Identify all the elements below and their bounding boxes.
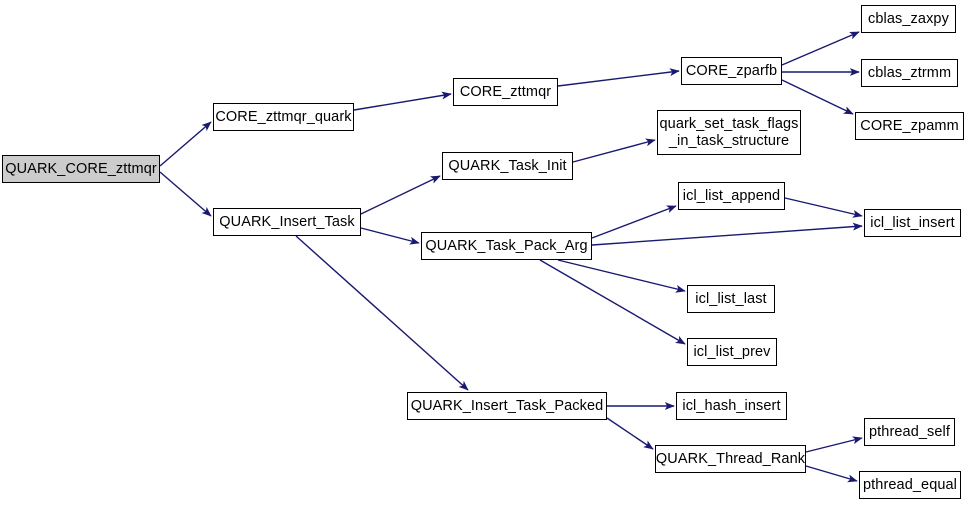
graph-node-label: QUARK_Insert_Task_Packed [410, 397, 604, 414]
graph-node-quark_set_task_flags[interactable]: quark_set_task_flags _in_task_structure [657, 110, 801, 155]
graph-node-label: icl_list_prev [693, 343, 771, 360]
graph-node-quark_core_zttmqr[interactable]: QUARK_CORE_zttmqr [2, 155, 160, 183]
graph-node-label: icl_list_append [682, 187, 781, 204]
graph-node-icl_list_append[interactable]: icl_list_append [678, 182, 785, 210]
graph-node-quark_insert_task_packed[interactable]: QUARK_Insert_Task_Packed [407, 392, 607, 420]
graph-edge-quark_task_pack_arg-to-icl_list_insert [591, 222, 863, 246]
graph-node-core_zttmqr_quark[interactable]: CORE_zttmqr_quark [213, 103, 354, 131]
graph-edge-quark_insert_task-to-quark_task_init [360, 175, 441, 215]
graph-node-cblas_ztrmm[interactable]: cblas_ztrmm [861, 59, 958, 87]
graph-edge-quark_task_pack_arg-to-icl_list_append [591, 205, 677, 239]
graph-node-icl_list_last[interactable]: icl_list_last [687, 285, 775, 313]
graph-node-label: icl_hash_insert [682, 397, 781, 414]
graph-edge-quark_task_pack_arg-to-icl_list_prev [539, 259, 686, 345]
graph-node-label: CORE_zttmqr_quark [215, 108, 352, 125]
graph-node-label: cblas_ztrmm [867, 64, 952, 81]
graph-node-quark_task_init[interactable]: QUARK_Task_Init [442, 152, 573, 180]
graph-node-core_zpamm[interactable]: CORE_zpamm [855, 112, 964, 140]
graph-edge-icl_list_append-to-icl_list_insert [784, 197, 863, 218]
graph-edge-quark_task_init-to-quark_set_task_flags [572, 138, 656, 163]
graph-edge-quark_core_zttmqr-to-core_zttmqr_quark [159, 121, 212, 167]
graph-node-quark_insert_task[interactable]: QUARK_Insert_Task [213, 208, 361, 236]
graph-node-label: CORE_zpamm [860, 117, 959, 134]
graph-node-label: QUARK_Task_Init [448, 157, 567, 174]
graph-node-label: pthread_self [869, 423, 951, 440]
graph-node-icl_hash_insert[interactable]: icl_hash_insert [676, 392, 787, 420]
graph-edge-quark_thread_rank-to-pthread_self [805, 436, 863, 453]
graph-node-label: QUARK_Thread_Rank [655, 450, 806, 467]
graph-node-label: cblas_zaxpy [868, 10, 949, 27]
graph-node-label: icl_list_last [695, 290, 767, 307]
graph-node-pthread_equal[interactable]: pthread_equal [859, 471, 961, 499]
graph-edge-core_zparfb-to-cblas_zaxpy [781, 31, 860, 66]
graph-node-label: pthread_equal [862, 476, 958, 493]
graph-node-cblas_zaxpy[interactable]: cblas_zaxpy [861, 5, 956, 33]
graph-edge-quark_core_zttmqr-to-quark_insert_task [159, 171, 212, 217]
graph-node-label: icl_list_insert [870, 214, 955, 231]
graph-edge-quark_insert_task_packed-to-quark_thread_rank [606, 417, 654, 450]
graph-node-quark_thread_rank[interactable]: QUARK_Thread_Rank [655, 445, 806, 473]
graph-node-quark_task_pack_arg[interactable]: QUARK_Task_Pack_Arg [421, 232, 592, 260]
graph-edge-quark_thread_rank-to-pthread_equal [805, 465, 858, 483]
graph-node-label: QUARK_Task_Pack_Arg [425, 237, 588, 254]
graph-node-icl_list_insert[interactable]: icl_list_insert [864, 209, 961, 237]
graph-edge-quark_task_pack_arg-to-icl_list_last [557, 259, 686, 293]
graph-edge-quark_insert_task-to-quark_task_pack_arg [360, 227, 420, 245]
graph-edge-core_zparfb-to-core_zpamm [781, 79, 854, 115]
graph-node-label: CORE_zparfb [685, 62, 778, 79]
graph-node-label: QUARK_CORE_zttmqr [5, 160, 157, 177]
graph-node-label: QUARK_Insert_Task [219, 213, 355, 230]
graph-node-label: quark_set_task_flags _in_task_structure [659, 116, 799, 149]
graph-node-core_zttmqr[interactable]: CORE_zttmqr [453, 78, 558, 106]
graph-edge-core_zttmqr-to-core_zparfb [557, 68, 680, 87]
graph-node-pthread_self[interactable]: pthread_self [864, 418, 955, 446]
graph-node-icl_list_prev[interactable]: icl_list_prev [687, 338, 777, 366]
graph-edge-core_zttmqr_quark-to-core_zttmqr [353, 91, 452, 111]
graph-node-label: CORE_zttmqr [459, 83, 552, 100]
graph-node-core_zparfb[interactable]: CORE_zparfb [681, 57, 782, 85]
